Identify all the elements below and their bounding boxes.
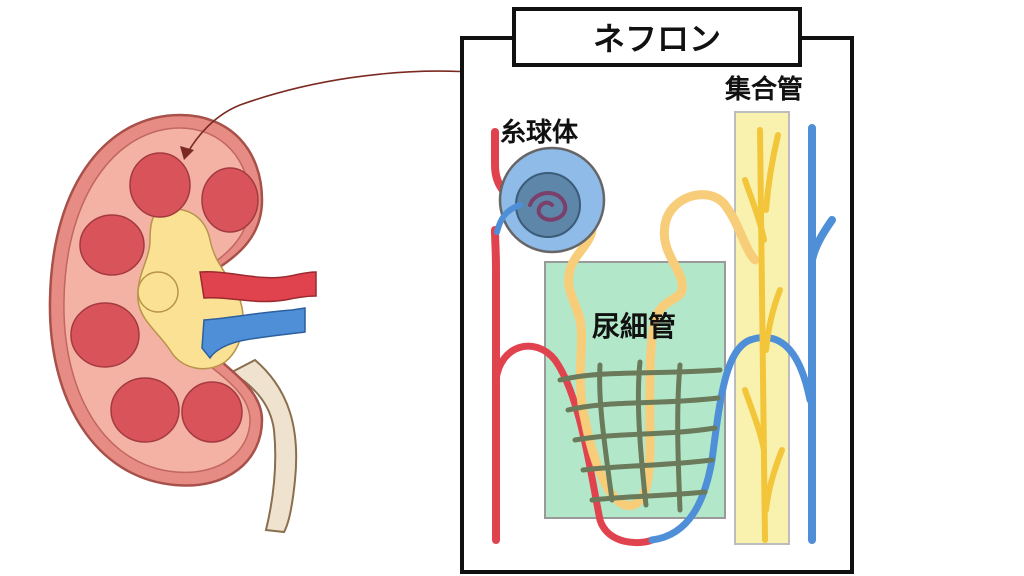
pyramid-1 xyxy=(129,152,191,218)
renal-calyx xyxy=(137,271,179,313)
pyramid-3 xyxy=(79,214,145,276)
capillary-network xyxy=(557,359,723,513)
pyramid-5 xyxy=(110,377,180,443)
collecting-duct-label: 集合管 xyxy=(724,74,803,105)
pyramid-4 xyxy=(70,302,140,368)
collecting-duct-streams xyxy=(742,127,785,543)
glomerular-capillaries xyxy=(528,191,568,222)
renal-vein xyxy=(201,307,306,360)
title-box xyxy=(512,7,802,67)
glomerulus-label: 糸球体 xyxy=(500,118,579,148)
renal-venule xyxy=(808,124,836,544)
renal-tubule-path xyxy=(564,190,760,510)
peritubular-capillary-red xyxy=(492,342,656,547)
nephron-panel: ネフロン xyxy=(460,7,854,574)
glomerular-tuft xyxy=(515,172,581,238)
page-title: ネフロン xyxy=(593,20,721,58)
glomerulus xyxy=(494,146,606,254)
ureter xyxy=(230,358,298,534)
pyramid-6 xyxy=(181,381,243,443)
kidney-illustration xyxy=(48,113,317,534)
peritubular-capillary-blue xyxy=(648,334,814,544)
renal-tubule-label: 尿細管 xyxy=(592,310,676,343)
renal-artery xyxy=(199,271,317,303)
pyramid-2 xyxy=(201,167,259,233)
efferent-arteriole xyxy=(494,202,523,235)
